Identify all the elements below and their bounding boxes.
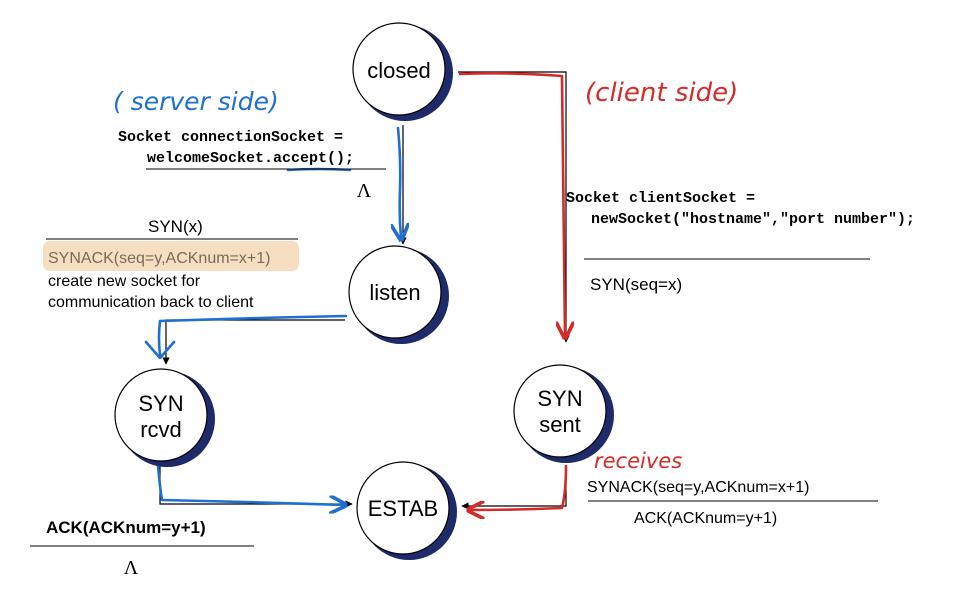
red-stroke-closed-synsent xyxy=(458,72,565,336)
line-synrcvd-estab xyxy=(159,466,353,508)
closed-listen-code-1: Socket connectionSocket = xyxy=(118,129,343,146)
synack-highlight xyxy=(43,241,299,271)
transition-synrcvd-estab-label: ACK(ACKnum=y+1) Λ xyxy=(30,518,254,579)
red-annotation-strokes xyxy=(458,72,568,510)
state-estab: ESTAB xyxy=(356,461,457,560)
red-stroke-synsent-estab xyxy=(470,464,568,510)
state-closed-label: closed xyxy=(367,58,431,83)
state-syn-rcvd-label-2: rcvd xyxy=(140,417,182,442)
state-listen: listen xyxy=(348,245,449,344)
state-closed: closed xyxy=(352,22,453,121)
closed-synsent-action: SYN(seq=x) xyxy=(590,275,682,294)
state-estab-label: ESTAB xyxy=(368,496,439,521)
server-side-annotation: ( server side) xyxy=(113,87,279,116)
state-syn-sent-label-2: sent xyxy=(539,412,581,437)
blue-stroke-listen-synrcvd xyxy=(157,314,348,357)
line-closed-synsent xyxy=(458,71,570,343)
synrcvd-estab-action: Λ xyxy=(124,557,139,579)
listen-synrcvd-event: SYN(x) xyxy=(148,217,203,236)
line-listen-synrcvd xyxy=(162,319,345,365)
closed-synsent-code-2: newSocket("hostname","port number"); xyxy=(591,211,915,228)
synsent-estab-action: ACK(ACKnum=y+1) xyxy=(634,510,777,527)
listen-synrcvd-action-1: SYNACK(seq=y,ACKnum=x+1) xyxy=(48,250,270,267)
state-syn-sent: SYN sent xyxy=(513,364,614,463)
blue-annotation-strokes xyxy=(144,126,401,505)
transition-closed-synsent-label: Socket clientSocket = newSocket("hostnam… xyxy=(566,190,915,294)
blue-stroke-closed-listen xyxy=(398,126,401,238)
transition-closed-listen-label: Socket connectionSocket = welcomeSocket.… xyxy=(118,129,386,202)
blue-stroke-synrcvd-estab xyxy=(156,464,344,505)
state-syn-rcvd-label-1: SYN xyxy=(138,391,183,416)
line-synsent-estab xyxy=(461,466,567,510)
listen-synrcvd-action-3: communication back to client xyxy=(48,294,254,311)
receives-annotation: receives xyxy=(594,449,682,473)
state-listen-label: listen xyxy=(369,280,420,305)
synrcvd-estab-event: ACK(ACKnum=y+1) xyxy=(46,518,206,537)
state-syn-sent-label-1: SYN xyxy=(537,386,582,411)
closed-listen-code-2b: accept(); xyxy=(273,150,354,167)
closed-listen-code-2: welcomeSocket.accept(); xyxy=(147,150,354,167)
transition-synsent-estab-label: SYNACK(seq=y,ACKnum=x+1) ACK(ACKnum=y+1) xyxy=(587,479,878,527)
transition-listen-synrcvd-label: SYN(x) SYNACK(seq=y,ACKnum=x+1) create n… xyxy=(43,217,299,311)
state-syn-rcvd: SYN rcvd xyxy=(114,368,215,467)
synsent-estab-event: SYNACK(seq=y,ACKnum=x+1) xyxy=(587,479,809,496)
closed-listen-action: Λ xyxy=(357,180,372,202)
closed-listen-code-2a: welcomeSocket. xyxy=(147,150,273,167)
listen-synrcvd-action-2: create new socket for xyxy=(48,273,201,290)
blue-arrowhead-synrcvd xyxy=(144,340,176,360)
client-side-annotation: (client side) xyxy=(585,78,738,108)
closed-synsent-code-1: Socket clientSocket = xyxy=(566,190,755,207)
